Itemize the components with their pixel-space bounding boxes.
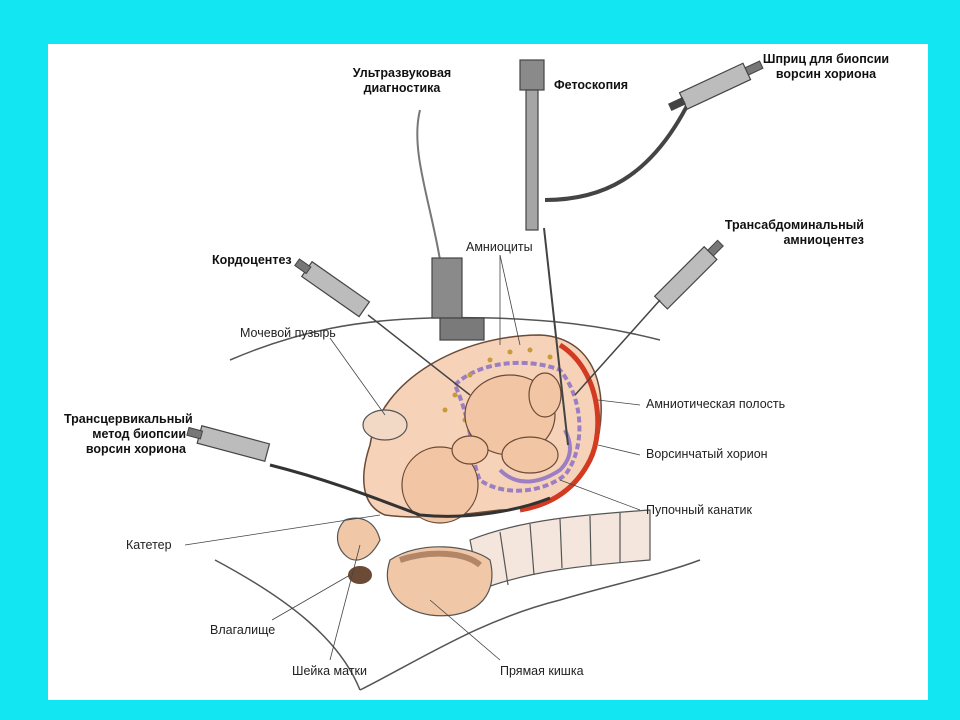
label-bladder: Мочевой пузырь <box>240 326 336 340</box>
transabdominal-syringe <box>653 239 724 310</box>
label-chorion-syringe: Шприц для биопсии ворсин хориона <box>762 52 890 81</box>
rectum-shape <box>386 546 493 617</box>
transcervical-syringe <box>186 425 271 463</box>
body-back <box>359 559 701 691</box>
fetus <box>401 372 562 524</box>
cordocentesis-needle <box>367 314 471 396</box>
catheter-line <box>269 463 551 518</box>
label-amniotic-cavity: Амниотическая полость <box>646 397 786 411</box>
label-umbilical-cord: Пупочный канатик <box>646 503 752 517</box>
label-chorion: Ворсинчатый хорион <box>646 447 768 461</box>
spine <box>469 509 651 591</box>
label-ultrasound: Ультразвуковая диагностика <box>352 66 452 95</box>
label-catheter: Катетер <box>126 538 172 552</box>
cordocentesis-syringe <box>294 258 371 318</box>
label-transabdominal: Трансабдоминальный амниоцентез <box>724 218 864 247</box>
label-amniocytes: Амниоциты <box>466 240 533 254</box>
vagina-shape <box>348 566 372 584</box>
label-cervix: Шейка матки <box>292 664 368 678</box>
fetoscope <box>519 59 692 446</box>
cervix-shape <box>336 517 381 561</box>
umbilical-cord-shape <box>498 429 572 484</box>
label-transcervical: Трансцервикальный метод биопсии ворсин х… <box>64 412 193 456</box>
chorion-biopsy-syringe <box>668 60 764 111</box>
leader-lines <box>184 254 641 661</box>
abdominal-wall <box>229 316 661 361</box>
bladder-shape <box>362 409 408 441</box>
label-vagina: Влагалище <box>210 623 276 637</box>
transabdominal-needle <box>574 299 661 396</box>
ultrasound-probe <box>416 109 485 341</box>
label-cordocentesis: Кордоцентез <box>212 253 292 267</box>
label-fetoscopy: Фетоскопия <box>554 78 629 92</box>
body-outline-lower <box>214 559 361 691</box>
chorion-edge <box>519 342 601 513</box>
label-rectum: Прямая кишка <box>500 664 584 678</box>
